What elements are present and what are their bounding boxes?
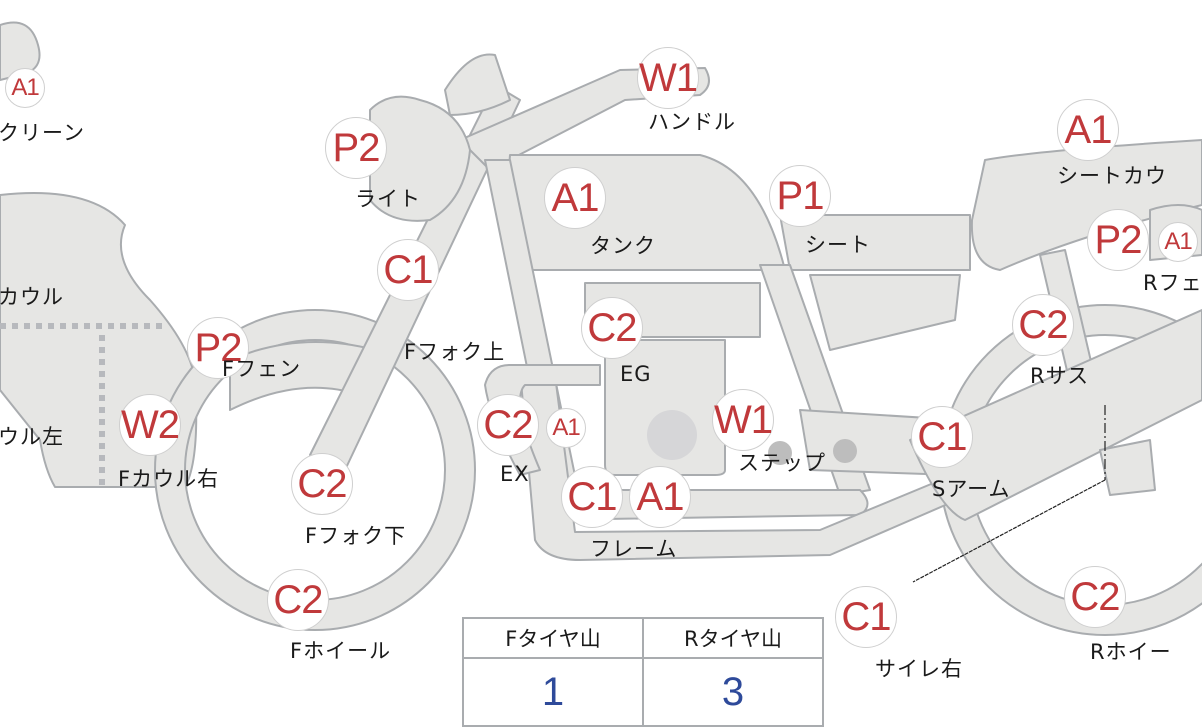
- part-label-front-fender: Fフェン: [222, 357, 302, 381]
- part-label-seat: シート: [805, 233, 871, 257]
- tire-tread-table: Fタイヤ山 Rタイヤ山 1 3: [462, 617, 824, 727]
- damage-badge: C2: [267, 569, 329, 631]
- part-label-front-wheel: Fホイール: [290, 639, 392, 663]
- damage-badge: C2: [1012, 294, 1074, 356]
- damage-badge: A1: [546, 408, 586, 448]
- part-label-step: ステップ: [738, 451, 826, 475]
- part-label-rear-wheel: Rホイー: [1090, 640, 1172, 664]
- part-label-handle: ハンドル: [648, 110, 736, 134]
- rear-tire-header: Rタイヤ山: [642, 617, 824, 659]
- damage-badge: C1: [835, 586, 897, 648]
- front-tire-value: 1: [462, 657, 644, 727]
- damage-badge: C1: [561, 466, 623, 528]
- damage-badge: W2: [119, 394, 181, 456]
- front-tire-header: Fタイヤ山: [462, 617, 644, 659]
- part-label-fork-upper: Fフォク上: [404, 340, 506, 364]
- damage-badge: A1: [544, 167, 606, 229]
- part-label-cowl: カウル: [0, 285, 64, 309]
- damage-badge: C2: [581, 297, 643, 359]
- damage-badge: C2: [291, 453, 353, 515]
- damage-badge: W1: [712, 389, 774, 451]
- frame-lower-part: [519, 369, 981, 561]
- damage-badge: P2: [187, 317, 249, 379]
- part-label-seat-cowl: シートカウ: [1057, 164, 1167, 188]
- damage-badge: A1: [1158, 222, 1198, 262]
- damage-badge: A1: [629, 466, 691, 528]
- damage-badge: C1: [911, 406, 973, 468]
- part-label-rear-suspension: Rサス: [1030, 364, 1090, 388]
- seat-part: [779, 214, 971, 271]
- part-label-screen: クリーン: [0, 121, 85, 145]
- damage-badge: C1: [377, 239, 439, 301]
- light-part: [369, 95, 471, 222]
- part-label-engine: EG: [620, 362, 652, 386]
- part-label-fork-lower: Fフォク下: [305, 524, 407, 548]
- part-label-muffler-right: サイレ右: [875, 657, 963, 681]
- part-label-frame: フレーム: [590, 537, 678, 561]
- part-label-exhaust: EX: [500, 462, 530, 486]
- damage-badge: A1: [5, 68, 45, 108]
- damage-badge: C2: [1064, 566, 1126, 628]
- part-label-rear-fender: Rフェ: [1143, 271, 1202, 295]
- damage-badge: A1: [1057, 99, 1119, 161]
- damage-badge: P1: [769, 165, 831, 227]
- part-label-swing-arm: Sアーム: [932, 477, 1011, 501]
- damage-badge: C2: [477, 394, 539, 456]
- part-label-light: ライト: [355, 187, 421, 211]
- part-label-tank: タンク: [590, 234, 656, 258]
- swing-arm-part: [909, 309, 1202, 521]
- rear-tire-value: 3: [642, 657, 824, 727]
- damage-badge: P2: [325, 117, 387, 179]
- damage-badge: W1: [637, 47, 699, 109]
- part-label-cowl-left: ウル左: [0, 425, 64, 449]
- part-label-front-cowl-right: Fカウル右: [118, 467, 220, 491]
- damage-badge: P2: [1087, 209, 1149, 271]
